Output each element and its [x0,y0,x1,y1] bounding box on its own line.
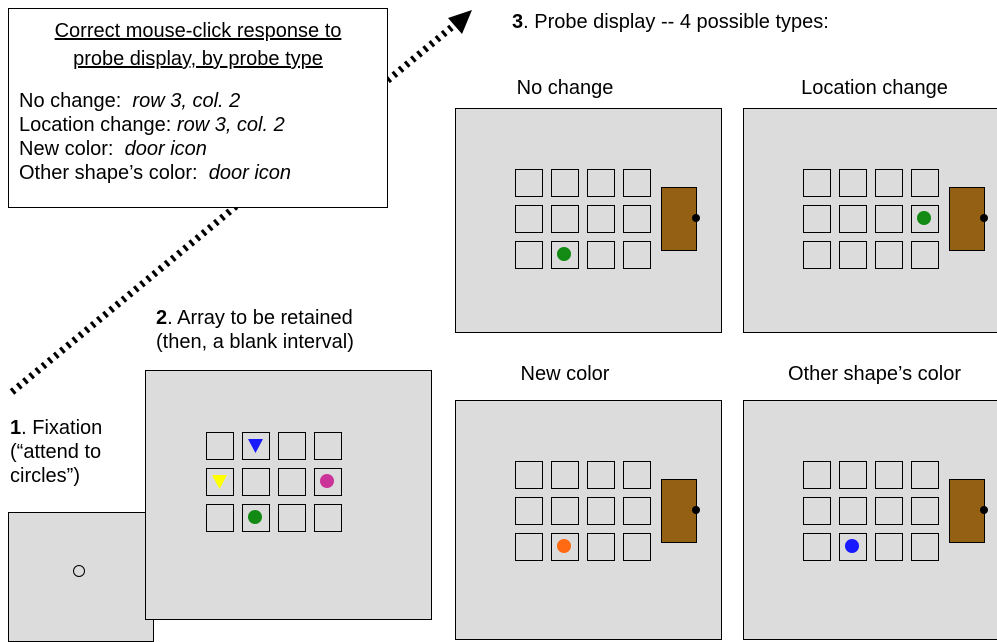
array-cell [623,497,651,525]
circle-icon [845,539,859,553]
door-icon [661,187,700,251]
array-cell [515,497,543,525]
array-cell [242,504,270,532]
array-cell [911,497,939,525]
legend-title-line1: Correct mouse-click response to [54,20,342,42]
array-cell [623,169,651,197]
probe-label-other-color: Other shape’s color [787,363,962,385]
array-cell [875,461,903,489]
array-cell [515,169,543,197]
probe-label-location-change: Location change [801,77,948,99]
legend-row-location-change: Location change: row 3, col. 2 [19,114,285,136]
array-cell [911,461,939,489]
array-cell [911,205,939,233]
array-cell [839,169,867,197]
array-cell [515,461,543,489]
circle-icon [557,539,571,553]
step3-label: 3. Probe display -- 4 possible types: [512,11,829,33]
array-cell [515,205,543,233]
circle-icon [320,474,334,488]
fixation-panel [8,512,154,642]
array-cell [839,461,867,489]
array-cell [551,533,579,561]
door-knob [980,214,988,222]
array-cell [242,432,270,460]
array-cell [839,533,867,561]
array-cell [803,461,831,489]
legend-row-no-change: No change: row 3, col. 2 [19,90,241,112]
array-cell [587,497,615,525]
door-knob [980,506,988,514]
legend-row-other-color: Other shape’s color: door icon [19,162,292,184]
response-legend: Correct mouse-click response to probe di… [8,8,388,208]
fixation-circle-icon [73,565,85,577]
probe-panel-no-change [455,108,722,333]
array-cell [875,205,903,233]
legend-title-line2: probe display, by probe type [73,48,323,70]
array-cell [551,497,579,525]
door-icon [949,479,988,543]
probe-panel-other-color [743,400,997,640]
circle-icon [557,247,571,261]
array-cell [911,241,939,269]
triangle-icon [212,475,227,489]
array-cell [242,468,270,496]
circle-icon [917,211,931,225]
array-cell [551,241,579,269]
array-cell [551,461,579,489]
step2-label: 2. Array to be retained (then, a blank i… [156,307,354,353]
array-cell [587,461,615,489]
array-cell [839,205,867,233]
array-cell [278,432,306,460]
array-cell [803,533,831,561]
array-cell [803,241,831,269]
array-cell [875,241,903,269]
array-cell [803,497,831,525]
door-icon [661,479,700,543]
array-cell [803,205,831,233]
array-cell [587,533,615,561]
circle-icon [248,510,262,524]
array-cell [206,468,234,496]
legend-row-new-color: New color: door icon [19,138,207,160]
array-cell [551,205,579,233]
array-cell [911,169,939,197]
array-cell [278,468,306,496]
array-cell [314,468,342,496]
array-cell [623,461,651,489]
array-cell [587,169,615,197]
array-cell [911,533,939,561]
probe-label-no-change: No change [516,77,614,99]
array-cell [206,504,234,532]
array-cell [587,241,615,269]
array-cell [623,533,651,561]
door-knob [692,506,700,514]
array-cell [839,241,867,269]
array-cell [314,504,342,532]
array-cell [623,205,651,233]
array-cell [803,169,831,197]
probe-panel-new-color [455,400,722,640]
array-cell [551,169,579,197]
memory-array-panel [145,370,432,620]
triangle-icon [248,439,263,453]
array-cell [839,497,867,525]
array-cell [515,533,543,561]
probe-panel-location-change [743,108,997,333]
probe-label-new-color: New color [520,363,610,385]
array-cell [278,504,306,532]
door-icon [949,187,988,251]
door-knob [692,214,700,222]
array-cell [623,241,651,269]
array-cell [314,432,342,460]
array-cell [875,533,903,561]
array-cell [515,241,543,269]
step1-label: 1. Fixation (“attend to circles”) [10,417,103,487]
array-cell [875,497,903,525]
array-cell [587,205,615,233]
array-cell [206,432,234,460]
array-cell [875,169,903,197]
